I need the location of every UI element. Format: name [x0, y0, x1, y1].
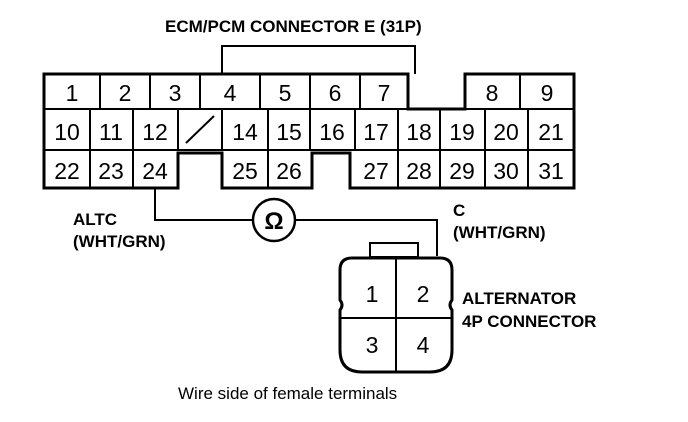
altc-label: ALTC [73, 210, 117, 229]
ecm-pin-labels: 1 2 3 4 5 6 7 8 9 10 11 12 14 15 16 17 1… [54, 80, 564, 184]
ecm-pin-24: 24 [142, 158, 168, 184]
alternator-label: ALTERNATOR [462, 289, 576, 308]
ecm-pin-14: 14 [232, 119, 258, 145]
alternator-lock-tab [369, 242, 419, 258]
ecm-pin-21: 21 [538, 119, 564, 145]
alternator-pin-2: 2 [417, 281, 430, 307]
ecm-pin-4: 4 [224, 80, 237, 106]
connector-lock-tab [221, 45, 416, 74]
alternator-pin-3: 3 [366, 332, 379, 358]
altc-probe-wire [154, 188, 252, 221]
ecm-pin-30: 30 [493, 158, 519, 184]
ecm-pin-31: 31 [538, 158, 564, 184]
alternator-connector-outline [338, 256, 454, 374]
ecm-pin-18: 18 [406, 119, 432, 145]
ecm-pin-12: 12 [142, 119, 168, 145]
alternator-connector: 1 2 3 4 [338, 242, 454, 374]
ecm-pin-8: 8 [486, 80, 499, 106]
ecm-pin-19: 19 [449, 119, 475, 145]
ecm-pin-10: 10 [54, 119, 80, 145]
diagram-title: ECM/PCM CONNECTOR E (31P) [165, 17, 422, 36]
altc-wire-color: (WHT/GRN) [73, 232, 166, 251]
c-label: C [453, 201, 465, 220]
ecm-pin-22: 22 [54, 158, 80, 184]
ecm-pin-20: 20 [493, 119, 519, 145]
alternator-pin-1: 1 [366, 281, 379, 307]
c-probe-wire [296, 219, 438, 256]
alternator-connector-label: 4P CONNECTOR [462, 312, 596, 331]
ecm-pin-16: 16 [319, 119, 345, 145]
empty-cavity-mark [185, 115, 215, 144]
ecm-pin-3: 3 [169, 80, 182, 106]
ecm-pin-1: 1 [66, 80, 79, 106]
ecm-pin-29: 29 [449, 158, 475, 184]
diagram-caption: Wire side of female terminals [178, 384, 397, 403]
alternator-pin-4: 4 [417, 332, 430, 358]
ohmmeter-icon [251, 197, 297, 243]
ecm-pin-7: 7 [378, 80, 391, 106]
ecm-pin-17: 17 [363, 119, 389, 145]
ecm-pin-9: 9 [541, 80, 554, 106]
ecm-pin-11: 11 [99, 119, 123, 145]
ecm-pin-25: 25 [232, 158, 258, 184]
ecm-pin-23: 23 [98, 158, 124, 184]
ecm-pin-5: 5 [279, 80, 292, 106]
ecm-pin-6: 6 [329, 80, 342, 106]
ecm-pin-26: 26 [276, 158, 302, 184]
ecm-pin-2: 2 [119, 80, 132, 106]
ecm-pin-15: 15 [276, 119, 302, 145]
ecm-pin-28: 28 [406, 158, 432, 184]
ecm-connector-grid [44, 74, 574, 188]
c-wire-color: (WHT/GRN) [453, 223, 546, 242]
ohm-symbol: Ω [264, 208, 283, 235]
ecm-pin-27: 27 [363, 158, 389, 184]
